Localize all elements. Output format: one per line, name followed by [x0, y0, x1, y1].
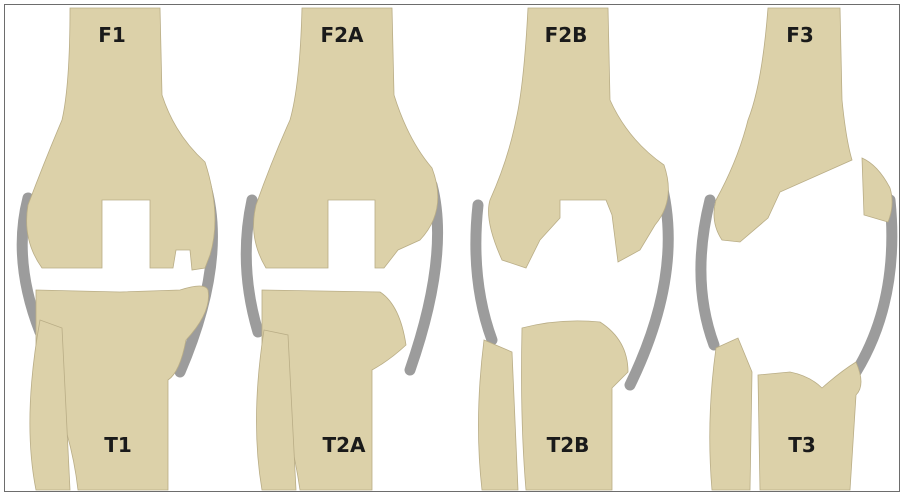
tibia-bone [522, 321, 629, 490]
femur-label: F2A [320, 23, 364, 47]
panel-2: F2A T2A [246, 8, 438, 490]
meniscus-left [701, 200, 714, 345]
femur-bone [489, 8, 669, 268]
femur-label: F1 [98, 23, 126, 47]
femur-bone [27, 8, 215, 270]
fibula-bone [710, 338, 752, 490]
femur-bone [714, 8, 852, 242]
tibia-label: T2B [547, 433, 590, 457]
femur-bone [254, 8, 438, 268]
tibia-label: T1 [104, 433, 132, 457]
panel-4: F3 T3 [701, 8, 892, 490]
femur-label: F3 [786, 23, 814, 47]
fibula-bone [478, 340, 518, 490]
femur-label: F2B [545, 23, 588, 47]
tibia-bone [758, 362, 861, 490]
panel-1: F1 T1 [22, 8, 215, 490]
meniscus-right [856, 200, 892, 372]
tibia-label: T3 [788, 433, 816, 457]
tibia-label: T2A [322, 433, 366, 457]
femur-fragment [862, 158, 892, 222]
meniscus-left [476, 205, 492, 340]
panel-3: F2B T2B [476, 8, 668, 490]
